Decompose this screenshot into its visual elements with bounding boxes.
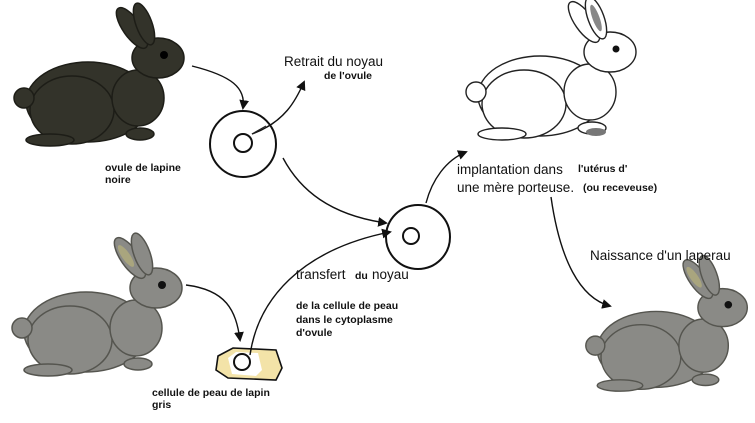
ovule-noire-label: ovule de lapine noire	[105, 162, 181, 187]
arrow-white-to-baby	[550, 196, 612, 309]
transfert-label-a: transfert	[296, 267, 346, 282]
arrow-black-to-ovule	[191, 65, 250, 110]
baby-rabbit	[585, 252, 749, 392]
implantation-label-c: une mère porteuse.	[457, 180, 575, 195]
transfert-details: de la cellule de peau dans le cytoplasme…	[296, 300, 399, 340]
transfert-label-c: noyau	[372, 267, 409, 282]
arrow-skin-to-reconstructed	[249, 228, 392, 356]
arrow-grey-to-skin	[185, 284, 244, 342]
retrait-sublabel: de l'ovule	[324, 70, 373, 82]
arrow-retrait	[251, 80, 306, 135]
arrow-reconstructed-to-white	[425, 150, 468, 204]
transfert-label-b: du	[355, 270, 368, 282]
naissance-label: Naissance d'un laperau	[590, 248, 731, 263]
grey-rabbit	[11, 229, 183, 377]
implantation-label-b: l'utérus d'	[578, 163, 628, 175]
implantation-label-d: (ou receveuse)	[583, 182, 658, 194]
retrait-label: Retrait du noyau	[284, 54, 384, 69]
black-rabbit	[13, 0, 185, 147]
reconstructed-ovule	[385, 204, 451, 270]
process-arrows	[185, 65, 612, 356]
ovule-cell	[209, 110, 277, 178]
cellule-label: cellule de peau de lapin gris	[152, 387, 270, 412]
arrow-ovule-to-reconstructed	[282, 157, 388, 227]
white-rabbit	[465, 0, 637, 141]
implantation-label-a: implantation dans	[457, 162, 563, 177]
skin-cell	[215, 347, 283, 381]
